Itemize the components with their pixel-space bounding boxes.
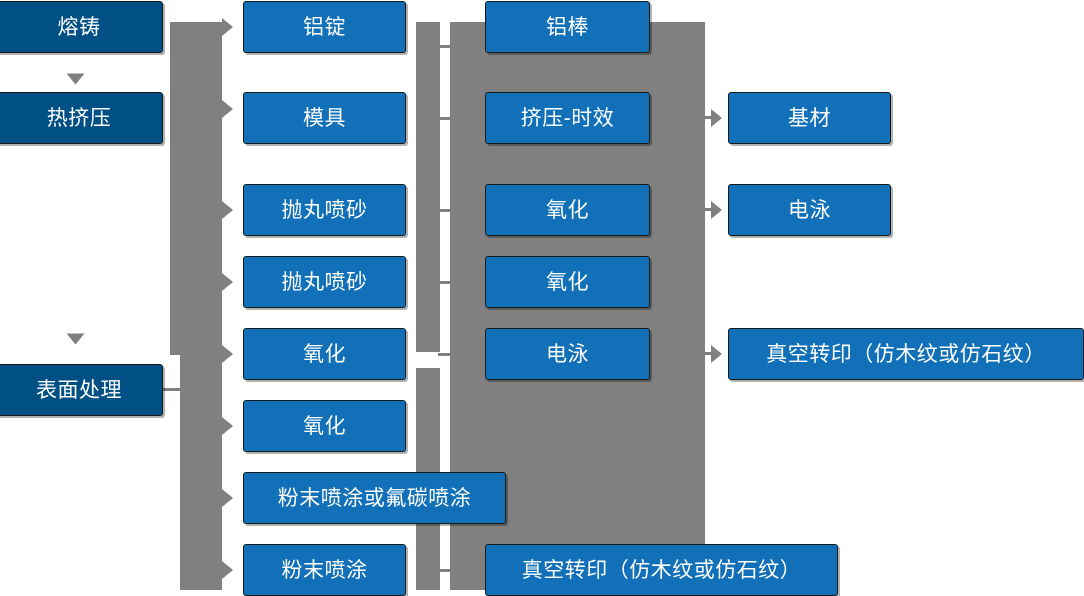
node-biaomian[interactable]: 表面处理 — [0, 364, 163, 416]
connector-tick-1 — [438, 45, 450, 48]
node-label: 氧化 — [546, 198, 589, 222]
node-label: 挤压-时效 — [520, 106, 615, 130]
node-ludiang[interactable]: 铝锭 — [243, 1, 406, 53]
node-jicai[interactable]: 基材 — [728, 92, 891, 144]
node-lubang[interactable]: 铝棒 — [485, 1, 650, 53]
node-yanghua-4[interactable]: 氧化 — [485, 256, 650, 308]
node-muju[interactable]: 模具 — [243, 92, 406, 144]
connector-band-left-upper — [170, 22, 222, 355]
arrow-to-paowan-2 — [222, 273, 233, 291]
connector-tick-4 — [438, 281, 450, 284]
node-label: 真空转印（仿木纹或仿石纹） — [521, 558, 802, 582]
node-label: 粉末喷涂 — [281, 558, 368, 582]
node-label: 电泳 — [546, 342, 589, 366]
connector-stub-surface — [163, 388, 183, 391]
arrow-to-paowan-1 — [222, 201, 233, 219]
connector-tick-6 — [438, 569, 450, 572]
node-rongzhu[interactable]: 熔铸 — [0, 1, 163, 53]
node-dianyong-1[interactable]: 电泳 — [485, 328, 650, 380]
arrow-to-yanghua-1 — [222, 345, 233, 363]
node-fenmo[interactable]: 粉末喷涂 — [243, 544, 406, 596]
node-rejiya[interactable]: 热挤压 — [0, 92, 163, 144]
arrow-to-yanghua-2 — [222, 417, 233, 435]
node-label: 粉末喷涂或氟碳喷涂 — [277, 486, 472, 510]
arrow-stem-zhenkong — [705, 352, 713, 355]
connector-tick-3 — [438, 209, 450, 212]
node-yanghua-3[interactable]: 氧化 — [485, 184, 650, 236]
node-label: 氧化 — [303, 342, 346, 366]
connector-band-left-lower — [180, 355, 222, 590]
node-label: 模具 — [303, 106, 346, 130]
node-label: 电泳 — [788, 198, 831, 222]
node-label: 热挤压 — [46, 106, 112, 130]
node-label: 真空转印（仿木纹或仿石纹） — [766, 342, 1046, 366]
node-jiya-shixiao[interactable]: 挤压-时效 — [485, 92, 650, 144]
node-yanghua-2[interactable]: 氧化 — [243, 400, 406, 452]
connector-tick-5 — [438, 353, 450, 356]
arrow-rongzhu-to-rejiya — [66, 73, 85, 85]
arrow-to-fenmo — [222, 561, 233, 579]
node-label: 氧化 — [303, 414, 346, 438]
node-label: 抛丸喷砂 — [281, 270, 368, 294]
node-paowan-1[interactable]: 抛丸喷砂 — [243, 184, 406, 236]
arrow-stem-jicai — [705, 116, 713, 119]
node-label: 基材 — [788, 106, 831, 130]
arrow-rejiya-to-biaomian — [66, 333, 85, 345]
arrow-to-dianyong-2 — [711, 201, 722, 219]
node-label: 氧化 — [546, 270, 589, 294]
arrow-to-zhenkong-2 — [711, 345, 722, 363]
node-fenmo-fu[interactable]: 粉末喷涂或氟碳喷涂 — [243, 472, 506, 524]
node-label: 铝锭 — [303, 15, 346, 39]
node-yanghua-1[interactable]: 氧化 — [243, 328, 406, 380]
arrow-to-jicai — [711, 109, 722, 127]
connector-bar-narrow-upper — [416, 22, 440, 352]
node-label: 表面处理 — [36, 378, 122, 402]
node-zhenkong-2[interactable]: 真空转印（仿木纹或仿石纹） — [728, 328, 1084, 380]
arrow-to-muju — [222, 100, 233, 118]
connector-tick-2 — [438, 117, 450, 120]
node-label: 铝棒 — [546, 15, 589, 39]
node-label: 抛丸喷砂 — [281, 198, 368, 222]
arrow-to-ludiang — [222, 18, 233, 36]
node-zhenkong-1[interactable]: 真空转印（仿木纹或仿石纹） — [485, 544, 838, 596]
node-label: 熔铸 — [57, 15, 101, 39]
arrow-stem-dianyong — [705, 208, 713, 211]
node-dianyong-2[interactable]: 电泳 — [728, 184, 891, 236]
arrow-to-fenmo-fu — [222, 489, 233, 507]
node-paowan-2[interactable]: 抛丸喷砂 — [243, 256, 406, 308]
